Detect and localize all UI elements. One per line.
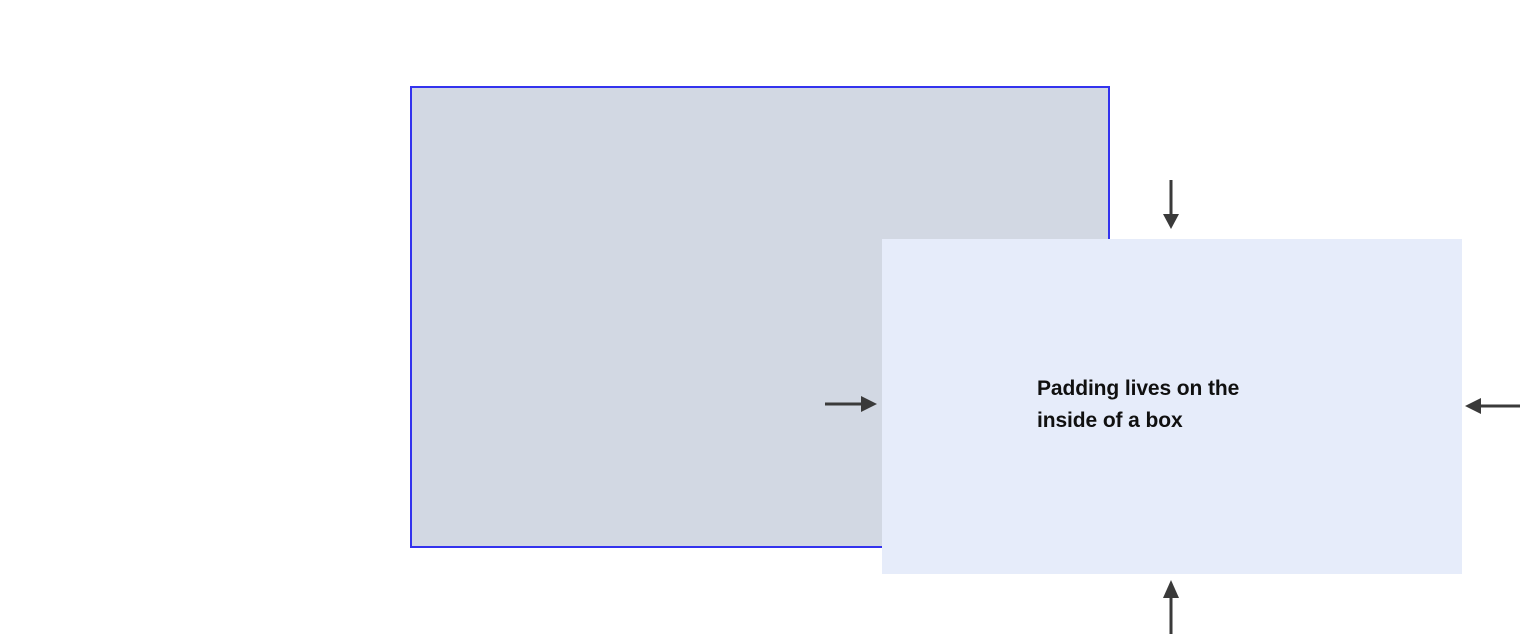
padding-box: Padding lives on the inside of a box bbox=[410, 86, 1520, 634]
content-box bbox=[882, 239, 1462, 574]
arrow-left-icon bbox=[1463, 393, 1520, 419]
arrow-down-icon bbox=[1156, 180, 1186, 230]
content-box-label: Padding lives on the inside of a box bbox=[1037, 377, 1240, 432]
arrow-right-icon bbox=[825, 391, 879, 417]
arrow-up-icon bbox=[1156, 578, 1186, 634]
